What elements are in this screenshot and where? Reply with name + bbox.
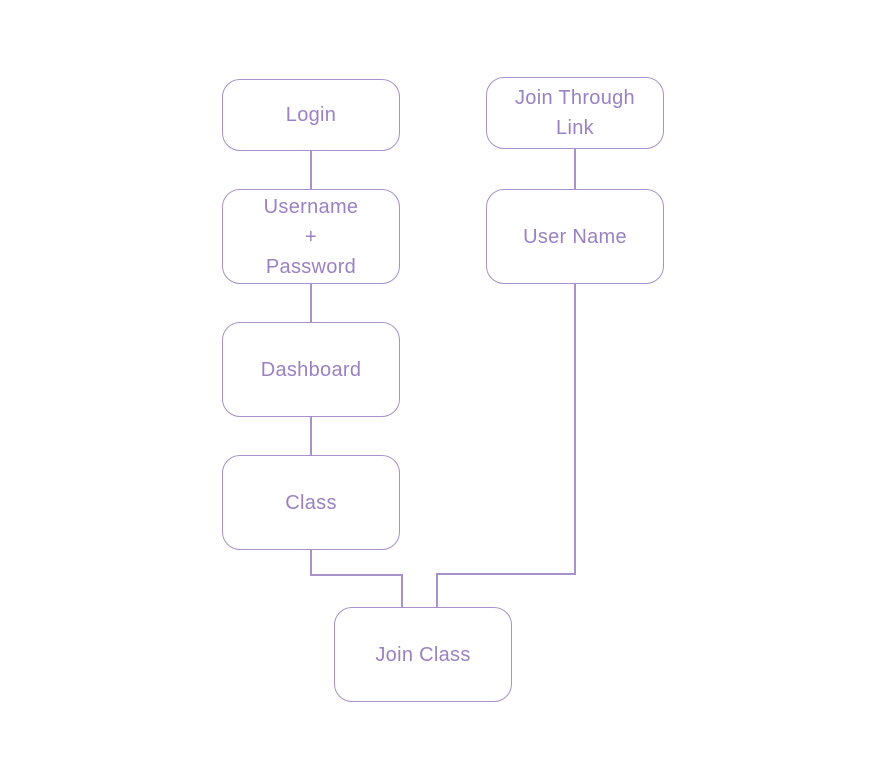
node-user-name-label: User Name <box>523 225 627 248</box>
edge-class-to-join-class <box>310 550 403 607</box>
node-dashboard-label: Dashboard <box>260 358 362 381</box>
node-username-password-label: Username + Password <box>263 195 359 278</box>
node-join-class: Join Class <box>334 607 512 702</box>
edge-user-name-to-join-class <box>436 284 576 607</box>
node-class-label: Class <box>285 491 337 514</box>
node-class: Class <box>222 455 400 550</box>
node-dashboard: Dashboard <box>222 322 400 417</box>
node-username-password: Username + Password <box>222 189 400 284</box>
node-login: Login <box>222 79 400 151</box>
node-join-class-label: Join Class <box>375 643 471 666</box>
node-join-through-link-label: Join Through Link <box>515 87 635 139</box>
node-login-label: Login <box>285 104 337 126</box>
node-join-through-link: Join Through Link <box>486 77 664 149</box>
node-user-name: User Name <box>486 189 664 284</box>
